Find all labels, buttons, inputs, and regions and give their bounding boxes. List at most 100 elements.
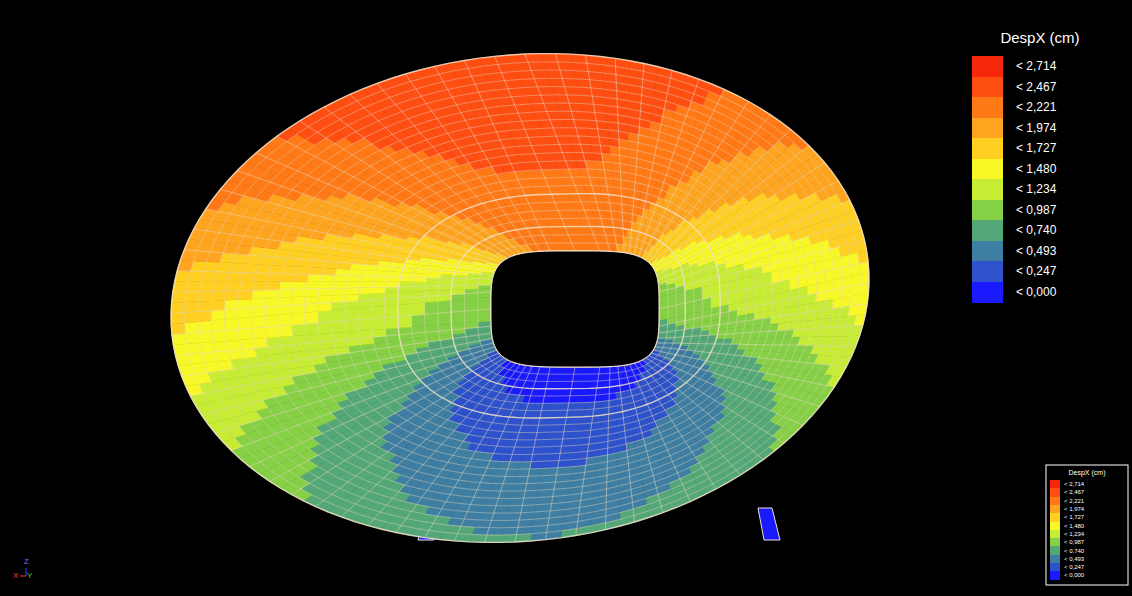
mesh-cell [507, 505, 522, 513]
mesh-cell [548, 417, 566, 425]
mesh-cell [841, 296, 851, 307]
mesh-cell [198, 321, 212, 333]
mesh-cell [478, 285, 492, 289]
mesh-cell [543, 453, 561, 461]
mesh-cell [426, 278, 440, 282]
mesh-cell [211, 319, 225, 331]
mesh-cell [546, 432, 564, 440]
mesh-cell [547, 425, 565, 433]
mesh-cell [358, 319, 372, 332]
mesh-cell [358, 288, 372, 295]
mesh-cell [291, 304, 304, 313]
mesh-cell [264, 315, 278, 327]
mesh-cell [411, 314, 425, 327]
mesh-cell [361, 270, 376, 276]
mesh-cell [358, 300, 371, 308]
mesh-cell [238, 328, 252, 340]
mesh-cell [540, 410, 551, 417]
mesh-cell [348, 269, 363, 275]
mesh-cell [527, 476, 541, 484]
mesh-cell [568, 403, 586, 411]
mesh-cell [331, 302, 344, 311]
mesh-cell [553, 389, 571, 396]
mesh-cell [537, 425, 548, 433]
mesh-cell [238, 317, 252, 329]
mesh-cell [824, 299, 834, 310]
mesh-cell [544, 446, 562, 454]
mesh-cell [585, 402, 595, 410]
mesh-cell [345, 320, 359, 332]
mesh-cell [331, 295, 345, 303]
mesh-cell [413, 277, 427, 282]
mesh-cell [371, 306, 385, 319]
mesh-cell [571, 381, 590, 388]
mesh-cell [292, 282, 307, 290]
mesh-cell [212, 291, 226, 301]
mesh-cell [200, 342, 215, 353]
mesh-cell [515, 476, 528, 484]
mesh-cell [211, 310, 224, 321]
mesh-cell [345, 288, 359, 295]
mesh-cell [344, 294, 358, 302]
mesh-cell [659, 307, 668, 321]
mesh-cell [665, 340, 674, 343]
mesh-cell [278, 297, 292, 306]
mesh-cell [331, 321, 345, 333]
mesh-cell [199, 281, 214, 291]
mesh-cell [226, 282, 241, 291]
mesh-cell [690, 340, 700, 344]
mesh-cell [318, 288, 332, 296]
mesh-cell [253, 338, 268, 348]
mesh-cell [347, 276, 362, 282]
mesh-cell [720, 293, 729, 307]
mesh-cell [278, 289, 292, 297]
mesh-cell [226, 340, 241, 351]
mesh-cell [184, 312, 197, 323]
mesh-cell [726, 328, 736, 334]
mesh-cell [199, 331, 214, 343]
mesh-cell [291, 313, 305, 325]
mesh-cell [344, 301, 357, 309]
mesh-cell [564, 424, 582, 432]
mesh-cell [251, 298, 265, 308]
mesh-cell [703, 297, 712, 311]
mesh-cell [224, 318, 238, 330]
mesh-cell [212, 330, 227, 342]
mesh-cell [536, 432, 548, 440]
mesh-cell [318, 322, 332, 334]
mesh-cell [280, 274, 295, 282]
mesh-cell [465, 285, 479, 289]
mesh-cell [172, 292, 187, 303]
mesh-cell [522, 498, 537, 506]
mesh-cell [491, 513, 507, 520]
mesh-cell [554, 381, 572, 388]
mesh-cell [545, 439, 563, 447]
mesh-cell [530, 461, 543, 469]
mesh-cell [570, 388, 588, 395]
mesh-cell [411, 303, 424, 316]
mesh-cell [503, 520, 519, 528]
mesh-cell [319, 282, 333, 289]
mesh-cell [505, 513, 520, 521]
mesh-cell [573, 374, 592, 381]
mesh-cell [487, 528, 504, 535]
mesh-cell [265, 326, 279, 338]
mesh-cell [238, 308, 251, 318]
mesh-cell [372, 282, 386, 288]
mesh-cell [201, 272, 216, 282]
mesh-cell [425, 313, 439, 326]
mesh-cell [860, 272, 869, 284]
mesh-cell [452, 282, 466, 286]
mesh-cell [184, 322, 198, 334]
mesh-cell [333, 275, 348, 282]
mesh-cell [184, 302, 198, 313]
mesh-cell [359, 282, 373, 288]
support-leg [758, 508, 780, 540]
mesh-cell [171, 312, 184, 324]
mesh-cell [251, 307, 264, 317]
mesh-cell [521, 505, 536, 513]
mesh-cell [331, 288, 345, 295]
mesh-cell [295, 267, 310, 275]
mesh-cell [291, 289, 305, 297]
